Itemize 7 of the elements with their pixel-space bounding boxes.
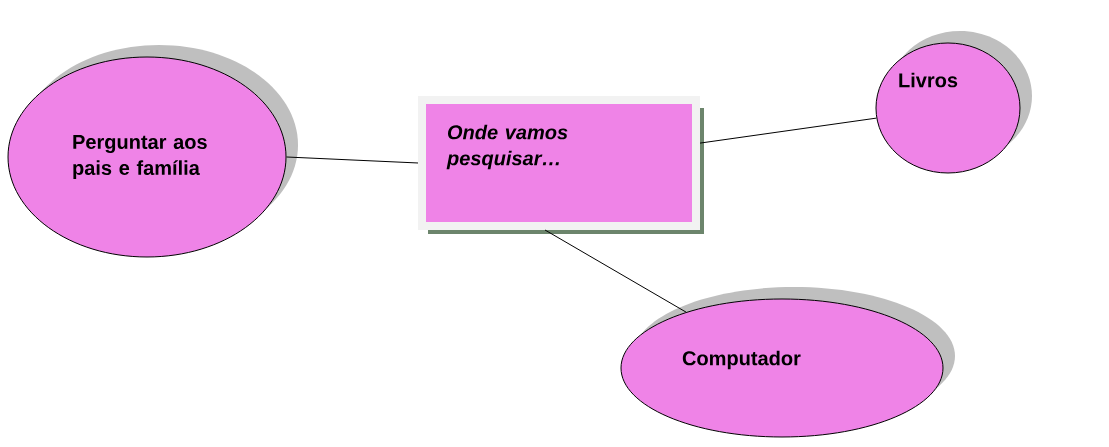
ellipse-node: Perguntar aos pais e família: [7, 45, 298, 258]
ellipse-node: Livros: [875, 31, 1032, 174]
connector-line: [544, 229, 687, 313]
process-box: Onde vamos pesquisar…: [418, 96, 704, 234]
ellipse-node: Computador: [620, 287, 955, 438]
connector-line: [699, 117, 877, 144]
connector-line: [286, 156, 419, 164]
